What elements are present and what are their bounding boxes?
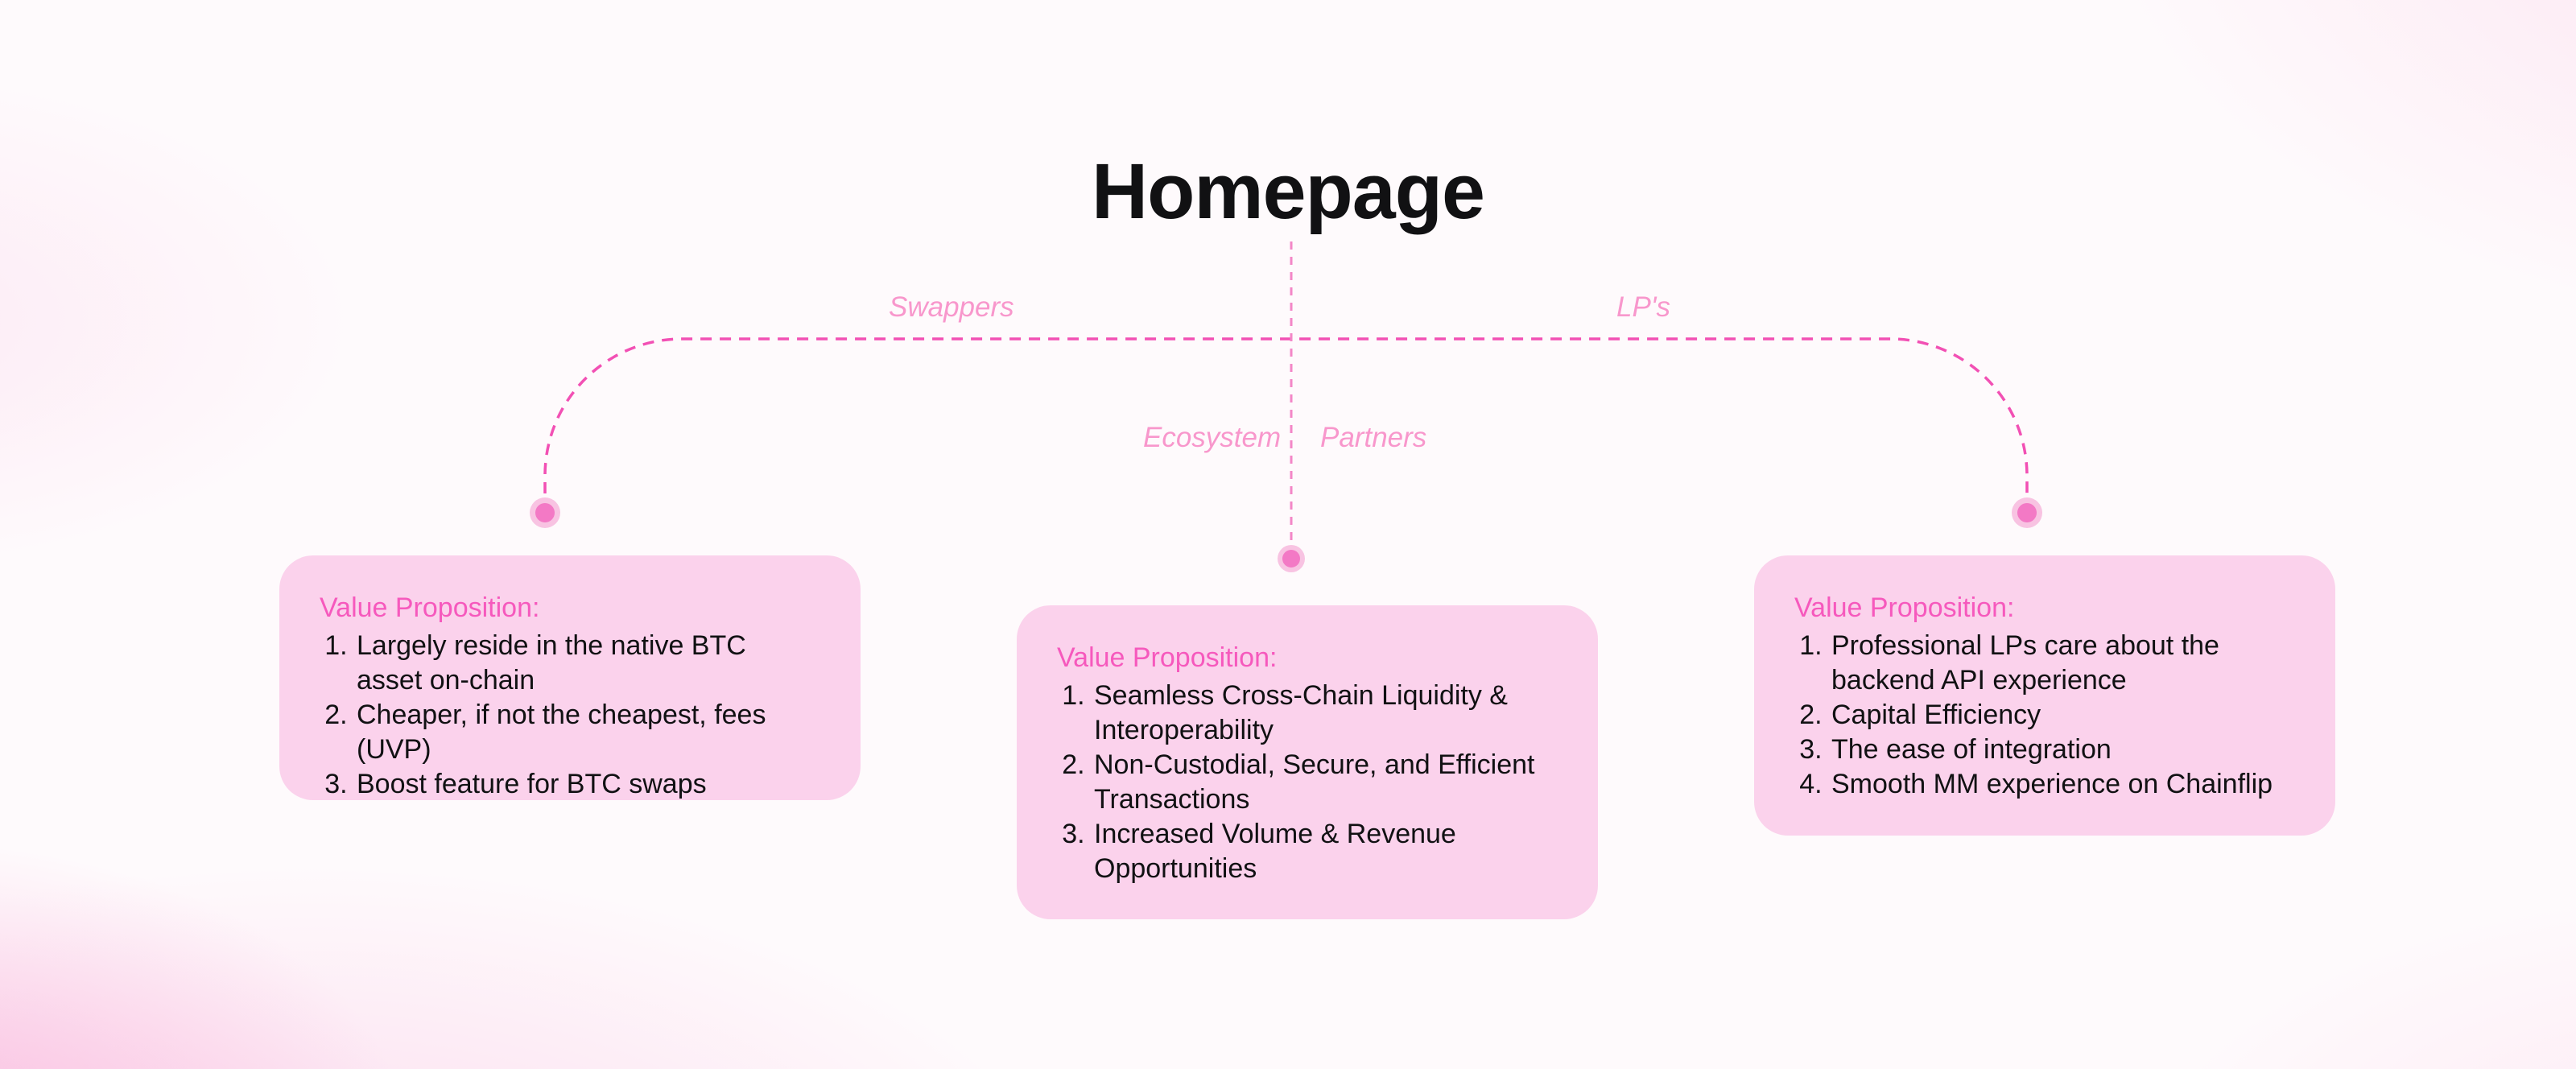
center-branch-dot: [1282, 550, 1300, 568]
value-proposition-item: Professional LPs care about the backend …: [1830, 629, 2295, 698]
value-proposition-item: Cheaper, if not the cheapest, fees (UVP): [355, 698, 820, 767]
value-proposition-card-lps: Value Proposition: Professional LPs care…: [1754, 555, 2335, 836]
value-proposition-item: Increased Volume & Revenue Opportunities: [1092, 817, 1558, 886]
value-proposition-item: Non-Custodial, Secure, and Efficient Tra…: [1092, 748, 1558, 817]
branch-bracket-line: [543, 337, 2029, 513]
value-proposition-heading: Value Proposition:: [1794, 592, 2015, 623]
page-title: Homepage: [1092, 147, 1485, 235]
value-proposition-item: The ease of integration: [1830, 733, 2295, 767]
value-proposition-item: Smooth MM experience on Chainflip: [1830, 767, 2295, 802]
value-proposition-item: Boost feature for BTC swaps: [355, 767, 820, 802]
branch-label-lps: LP's: [1616, 291, 1670, 323]
value-proposition-item: Largely reside in the native BTC asset o…: [355, 629, 820, 698]
left-branch-dot: [535, 503, 555, 522]
right-branch-dot: [2017, 503, 2037, 522]
branch-label-swappers: Swappers: [889, 291, 1014, 323]
value-proposition-card-swappers: Value Proposition: Largely reside in the…: [279, 555, 861, 800]
value-proposition-item: Seamless Cross-Chain Liquidity & Interop…: [1092, 679, 1558, 748]
branch-label-partners: Partners: [1320, 422, 1427, 453]
value-proposition-list: Largely reside in the native BTC asset o…: [320, 629, 820, 802]
value-proposition-list: Seamless Cross-Chain Liquidity & Interop…: [1057, 679, 1558, 886]
value-proposition-card-ecosystem-partners: Value Proposition: Seamless Cross-Chain …: [1017, 605, 1598, 919]
value-proposition-list: Professional LPs care about the backend …: [1794, 629, 2295, 802]
value-proposition-heading: Value Proposition:: [1057, 642, 1278, 673]
value-proposition-heading: Value Proposition:: [320, 592, 540, 623]
branch-label-ecosystem: Ecosystem: [1143, 422, 1282, 453]
value-proposition-item: Capital Efficiency: [1830, 698, 2295, 733]
